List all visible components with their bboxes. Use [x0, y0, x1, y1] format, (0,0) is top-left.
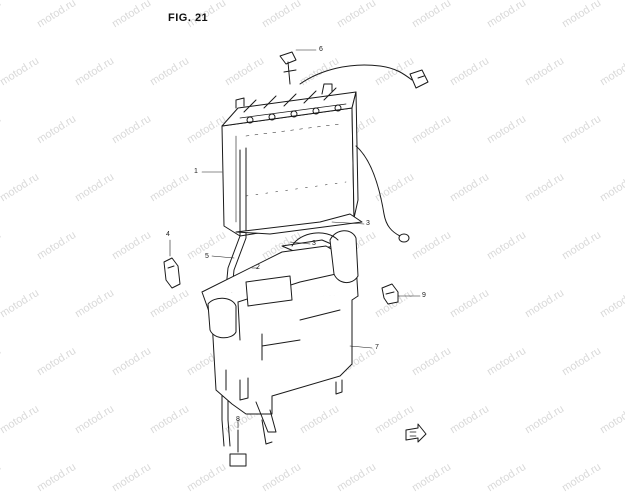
clamp-part: [163, 257, 181, 289]
bolt-part: [229, 429, 247, 467]
ground-cable: [355, 145, 410, 243]
leader-lines: [169, 49, 421, 429]
callout-1: 1: [194, 168, 198, 175]
callout-3b: 3: [312, 240, 316, 247]
front-arrow-icon: [405, 423, 427, 443]
battery-cable: [299, 64, 429, 89]
callout-3a: 3: [366, 220, 370, 227]
inner-plate-part: [245, 275, 293, 307]
callout-9: 9: [422, 292, 426, 299]
callout-8: 8: [236, 416, 240, 423]
callout-6: 6: [319, 46, 323, 53]
callout-7: 7: [375, 344, 379, 351]
battery-part: [221, 83, 359, 237]
clip-part: [381, 283, 399, 305]
callout-5: 5: [205, 253, 209, 260]
battery-case-part: [201, 230, 359, 445]
parts-drawing: [163, 49, 429, 467]
callout-2: 2: [256, 264, 260, 271]
figure-title: FIG. 21: [168, 12, 209, 24]
terminal-bolt-part: [279, 51, 297, 85]
callout-4: 4: [166, 231, 170, 238]
